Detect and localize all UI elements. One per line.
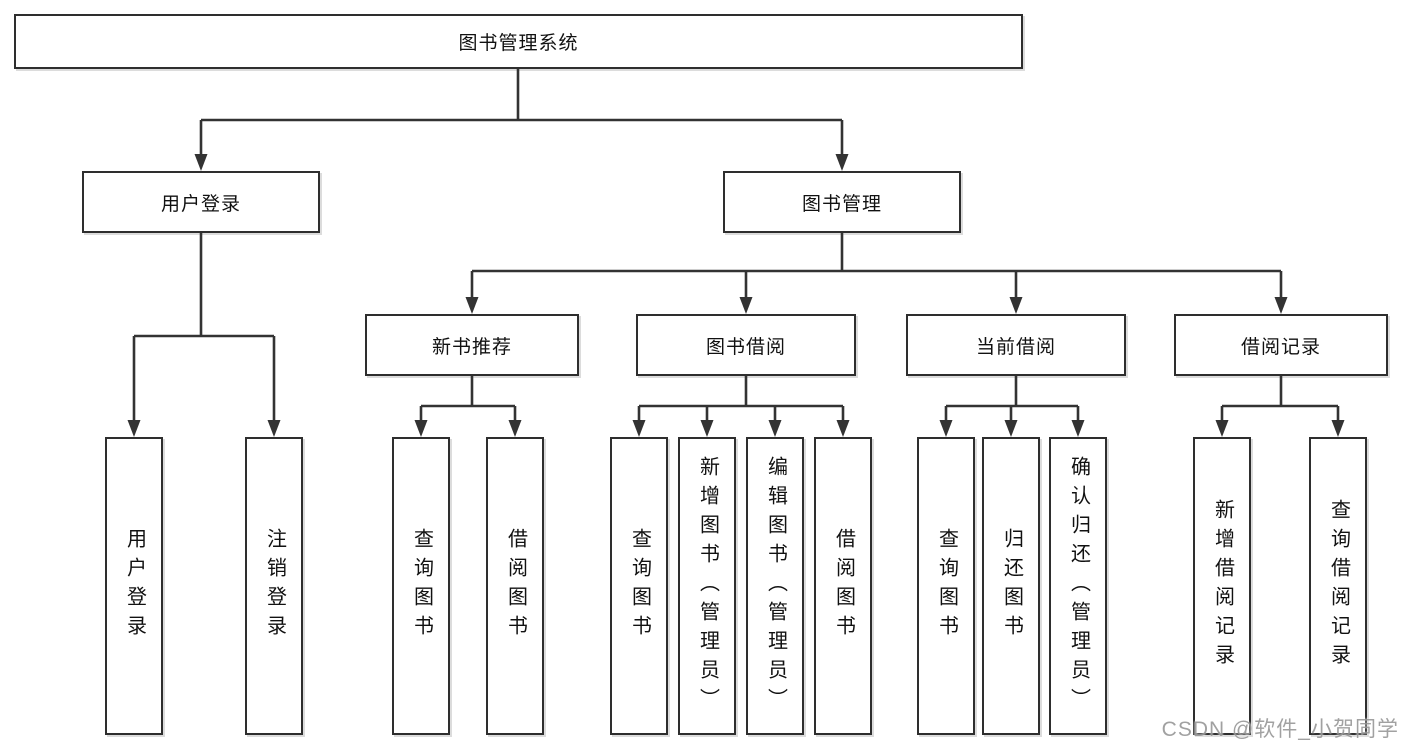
node-label: 图书借阅 xyxy=(705,336,786,358)
node-borrow-records: 借阅记录 xyxy=(1174,314,1388,376)
leaf-label: 查询图书 xyxy=(935,528,958,644)
node-user-login: 用户登录 xyxy=(82,171,320,233)
leaf-label: 用户登录 xyxy=(123,528,146,644)
node-current-borrow: 当前借阅 xyxy=(906,314,1126,376)
leaf-borrow-books: 借阅图书 xyxy=(814,437,872,735)
leaf-logout: 注销登录 xyxy=(245,437,303,735)
leaf-query-borrow-record: 查询借阅记录 xyxy=(1309,437,1367,735)
leaf-confirm-return-admin: 确认归还（管理员） xyxy=(1049,437,1107,735)
leaf-label: 借阅图书 xyxy=(504,528,527,644)
node-label: 新书推荐 xyxy=(431,336,512,358)
leaf-label: 新增图书（管理员） xyxy=(696,455,719,717)
node-root-library-system: 图书管理系统 xyxy=(14,14,1023,69)
leaf-query-books-borrow: 查询图书 xyxy=(610,437,668,735)
leaf-add-borrow-record: 新增借阅记录 xyxy=(1193,437,1251,735)
leaf-query-books-newbook: 查询图书 xyxy=(392,437,450,735)
node-book-borrow: 图书借阅 xyxy=(636,314,856,376)
node-label: 图书管理 xyxy=(801,193,882,215)
node-book-management: 图书管理 xyxy=(723,171,961,233)
leaf-borrow-books-newbook: 借阅图书 xyxy=(486,437,544,735)
leaf-user-login: 用户登录 xyxy=(105,437,163,735)
node-label: 用户登录 xyxy=(160,193,241,215)
leaf-label: 查询图书 xyxy=(410,528,433,644)
leaf-return-book: 归还图书 xyxy=(982,437,1040,735)
csdn-watermark: CSDN @软件_小贺同学 xyxy=(1161,718,1399,741)
leaf-edit-book-admin: 编辑图书（管理员） xyxy=(746,437,804,735)
node-new-book-recommend: 新书推荐 xyxy=(365,314,579,376)
leaf-label: 查询图书 xyxy=(628,528,651,644)
node-label: 借阅记录 xyxy=(1240,336,1321,358)
leaf-label: 确认归还（管理员） xyxy=(1067,455,1090,717)
leaf-label: 查询借阅记录 xyxy=(1327,499,1350,673)
leaf-label: 注销登录 xyxy=(263,528,286,644)
leaf-add-book-admin: 新增图书（管理员） xyxy=(678,437,736,735)
leaf-label: 新增借阅记录 xyxy=(1211,499,1234,673)
node-label: 图书管理系统 xyxy=(458,33,579,54)
leaf-label: 归还图书 xyxy=(1000,528,1023,644)
leaf-label: 编辑图书（管理员） xyxy=(764,455,787,717)
leaf-query-books-current: 查询图书 xyxy=(917,437,975,735)
leaf-label: 借阅图书 xyxy=(832,528,855,644)
node-label: 当前借阅 xyxy=(975,336,1056,358)
